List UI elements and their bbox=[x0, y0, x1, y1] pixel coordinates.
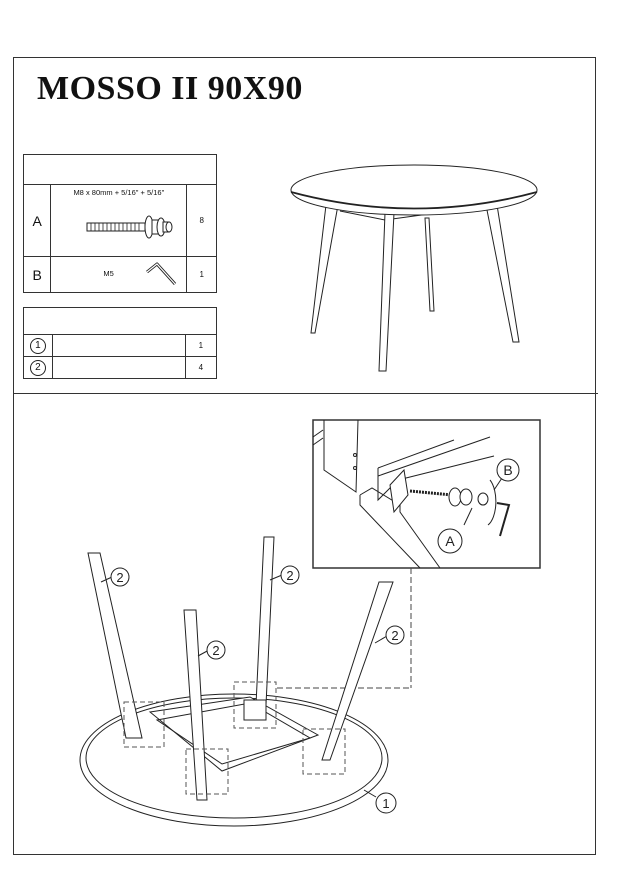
hardware-id: B bbox=[22, 256, 52, 293]
callout-leg-1: 2 bbox=[100, 567, 130, 587]
callout-tabletop: 1 bbox=[363, 789, 397, 814]
callout-leg-4: 2 bbox=[374, 625, 405, 645]
callout-leg-2: 2 bbox=[269, 565, 300, 585]
bolt-icon bbox=[86, 215, 173, 239]
product-title: MOSSO II 90X90 bbox=[37, 70, 303, 107]
callout-leg-1-label: 2 bbox=[116, 570, 123, 585]
part-id: 1 bbox=[29, 337, 46, 354]
hardware-qty: 1 bbox=[186, 256, 217, 293]
part-id-cell: 2 bbox=[23, 356, 53, 379]
part-qty: 4 bbox=[184, 356, 218, 379]
callout-leg-3-label: 2 bbox=[212, 643, 219, 658]
hardware-spec-cell: M5 bbox=[50, 256, 188, 293]
hardware-spec: M5 bbox=[103, 269, 114, 278]
hardware-spec: M8 x 80mm + 5/16" + 5/16" bbox=[73, 188, 165, 197]
hardware-table: A M8 x 80mm + 5/16" + 5/16" 8 B M5 bbox=[22, 154, 217, 293]
callout-a: A bbox=[437, 528, 463, 554]
table-row: 1 1 bbox=[23, 334, 218, 357]
allen-key-icon bbox=[146, 262, 177, 286]
part-id: 2 bbox=[29, 359, 46, 376]
parts-table: 1 1 2 4 bbox=[23, 307, 218, 379]
table-row: B M5 1 bbox=[22, 256, 217, 293]
hardware-spec-cell: M8 x 80mm + 5/16" + 5/16" bbox=[50, 184, 188, 257]
page-frame bbox=[13, 57, 596, 855]
callout-b-label: B bbox=[503, 462, 512, 478]
table-row: A M8 x 80mm + 5/16" + 5/16" 8 bbox=[22, 184, 217, 257]
callout-b: B bbox=[496, 458, 520, 482]
callout-a-label: A bbox=[445, 533, 455, 549]
section-divider bbox=[13, 393, 598, 394]
callout-leg-2-label: 2 bbox=[286, 568, 293, 583]
callout-tabletop-label: 1 bbox=[382, 796, 389, 811]
hardware-id: A bbox=[22, 184, 52, 257]
callout-leg-3: 2 bbox=[197, 640, 226, 660]
part-id-cell: 1 bbox=[23, 334, 53, 357]
callout-leg-4-label: 2 bbox=[391, 628, 398, 643]
table-row: 2 4 bbox=[23, 356, 218, 379]
